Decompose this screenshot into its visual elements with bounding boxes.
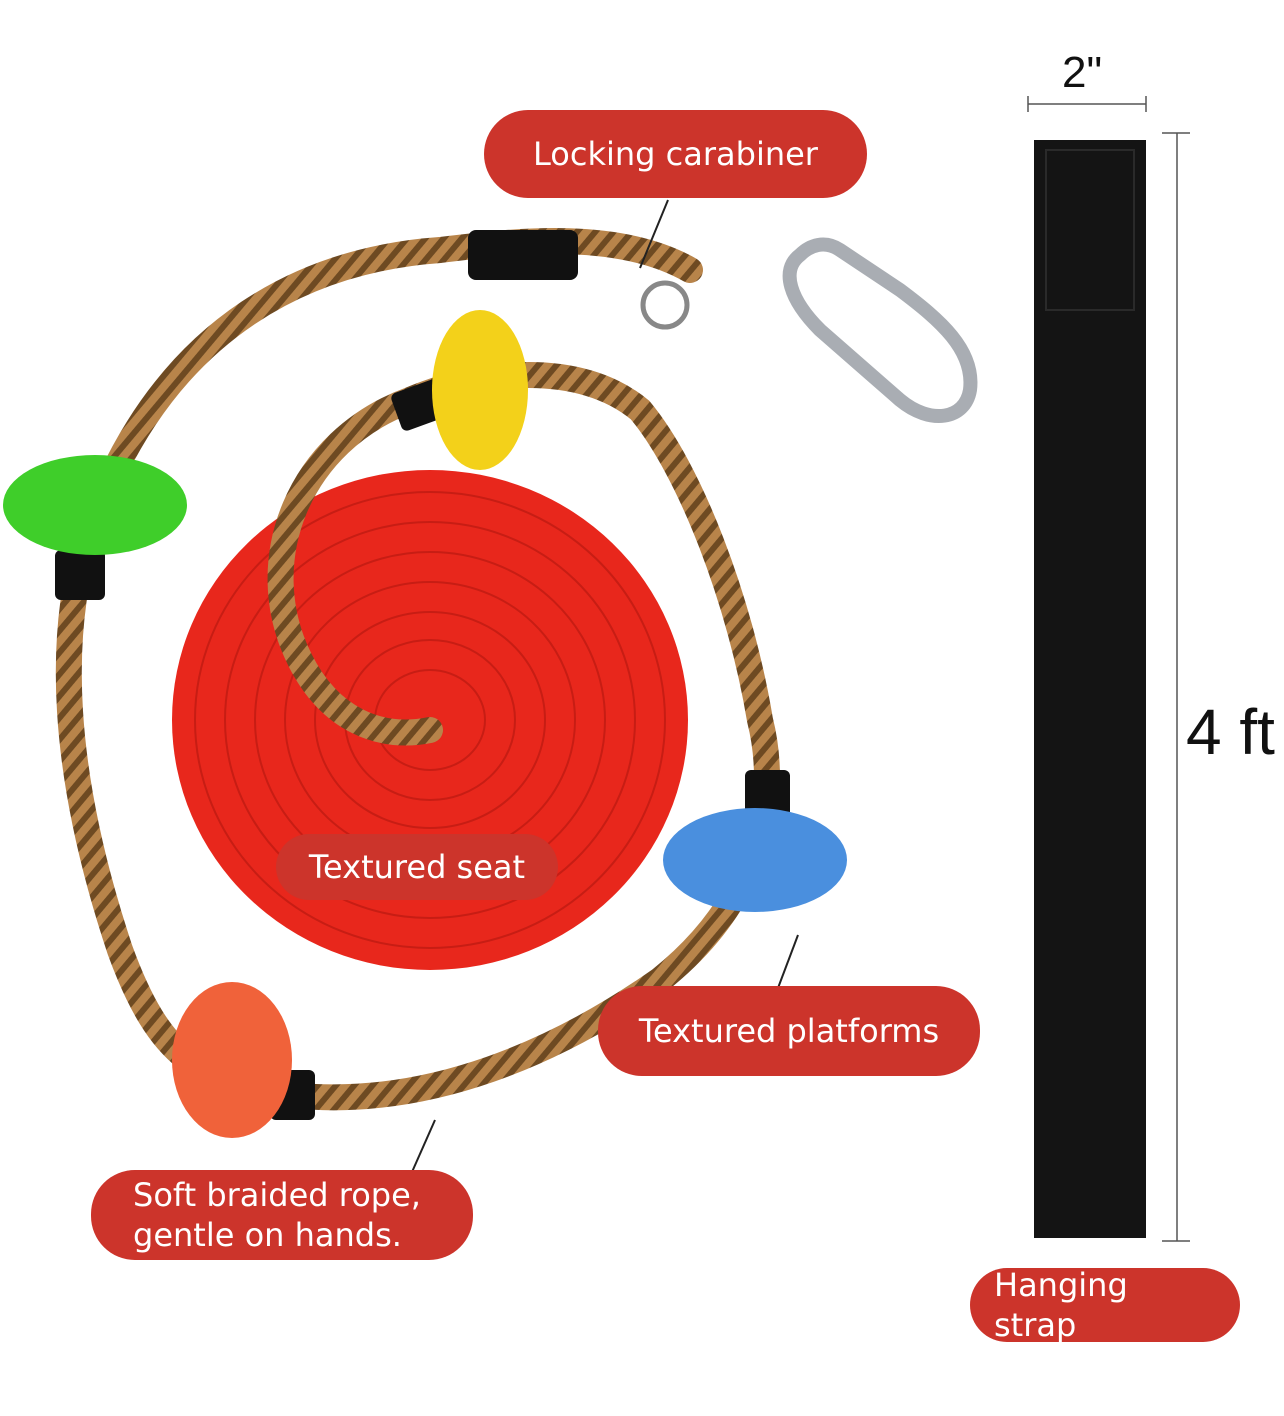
- braided-rope: [55, 228, 780, 1111]
- strap-width-label: 2": [1062, 48, 1103, 97]
- label-rope-line1: Soft braided rope,: [133, 1176, 421, 1214]
- label-textured-seat: Textured seat: [276, 834, 558, 900]
- climbing-platforms: [3, 310, 847, 1138]
- dimension-lines: [1027, 96, 1190, 1242]
- label-locking-carabiner: Locking carabiner: [484, 110, 867, 198]
- label-textured-platforms: Textured platforms: [598, 986, 980, 1076]
- carabiner-image: [782, 237, 978, 423]
- callout-lines: [411, 199, 799, 1173]
- label-soft-braided-rope: Soft braided rope, gentle on hands.: [91, 1170, 473, 1260]
- label-rope-line2: gentle on hands.: [133, 1216, 402, 1254]
- hanging-strap-image: [1034, 140, 1146, 1238]
- strap-length-label: 4 ft: [1186, 696, 1275, 768]
- label-hanging-strap: Hanging strap: [970, 1266, 1240, 1344]
- o-ring: [640, 280, 690, 330]
